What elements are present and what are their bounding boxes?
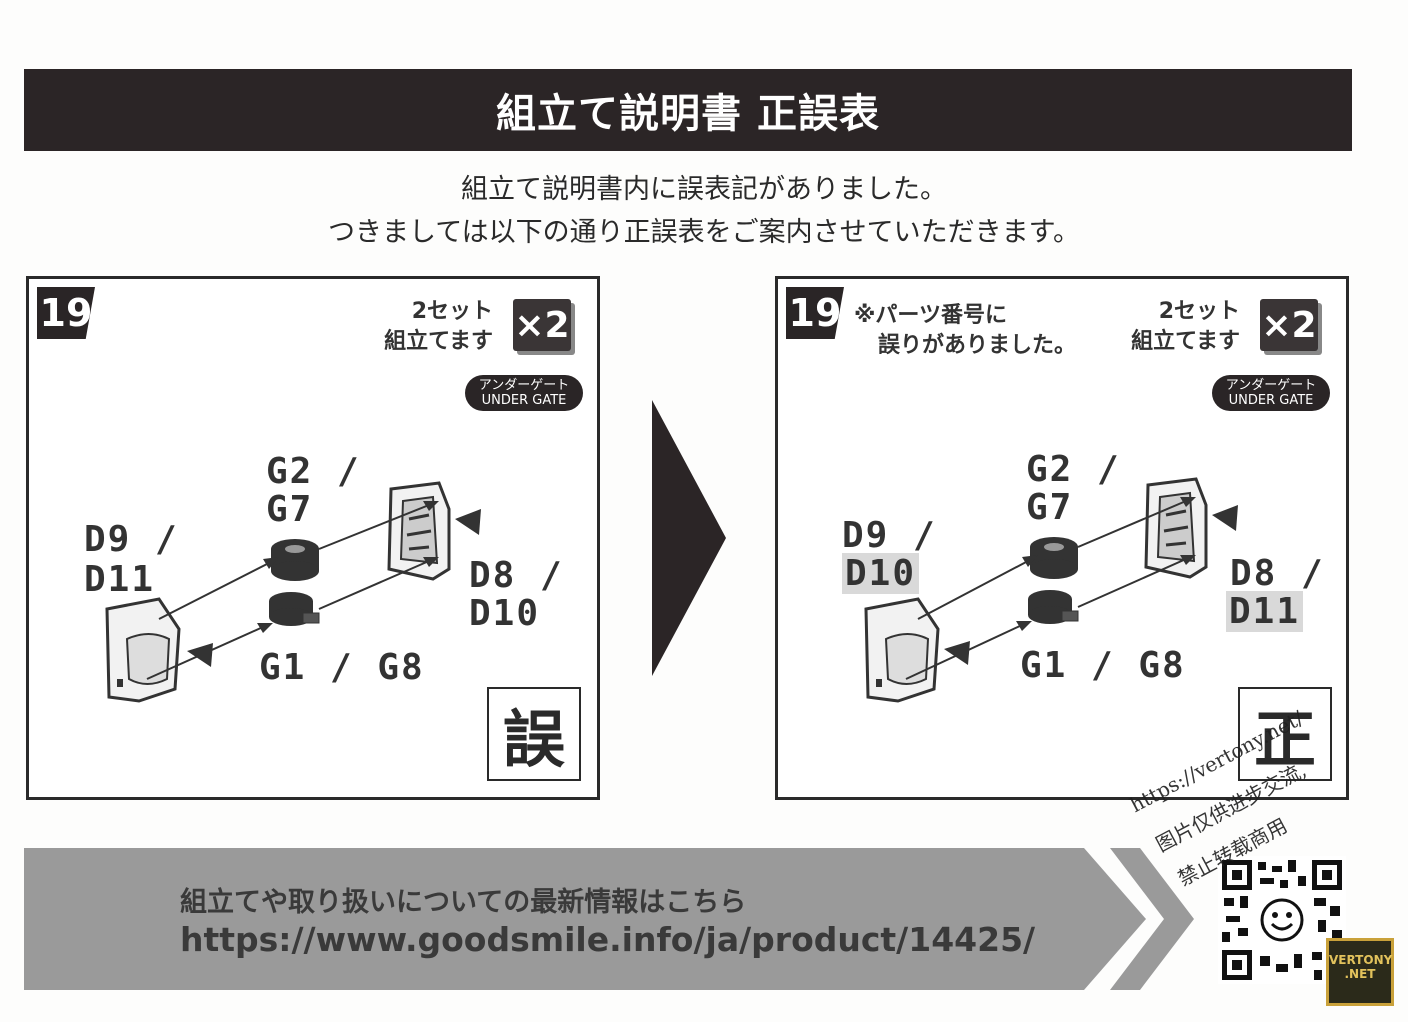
multiplier-badge: ×2 [513, 299, 571, 351]
intro-line-1: 組立て説明書内に誤表記がありました。 [461, 174, 947, 205]
step-number-badge: 19 [37, 287, 95, 339]
under-gate-jp: アンダーゲート [1225, 378, 1317, 393]
highlighted-part-number: D10 [842, 553, 920, 594]
under-gate-en: UNDER GATE [481, 393, 567, 408]
label-g7: G7 [266, 489, 314, 530]
right-arrow-icon [652, 400, 726, 676]
wrong-panel: 19 2セット 組立てます ×2 アンダーゲート UNDER GATE [26, 276, 600, 800]
set-count-line2: 組立てます [1131, 329, 1240, 354]
label-d8: D8 / [1230, 553, 1325, 594]
under-gate-badge: アンダーゲート UNDER GATE [1212, 375, 1330, 411]
set-count-line2: 組立てます [384, 329, 493, 354]
assembly-diagram [105, 481, 481, 703]
header-bar: 組立て説明書 正誤表 [24, 69, 1352, 151]
product-url-link[interactable]: https://www.goodsmile.info/ja/product/14… [180, 920, 1036, 959]
multiplier-badge: ×2 [1260, 299, 1318, 351]
correct-stamp: 正 [1238, 687, 1332, 781]
label-d9: D9 / [84, 519, 179, 560]
label-g2: G2 / [1026, 449, 1121, 490]
set-count-line1: 2セット [411, 299, 493, 324]
label-g2: G2 / [266, 451, 361, 492]
highlighted-part-number: D11 [1226, 591, 1304, 632]
wrong-stamp: 誤 [487, 687, 581, 781]
correct-panel: 19 ※パーツ番号に 誤りがありました。 2セット 組立てます ×2 アンダーゲ… [775, 276, 1349, 800]
assembly-diagram [864, 477, 1238, 703]
correction-note: ※パーツ番号に 誤りがありました。 [854, 301, 1076, 361]
correction-note-line1: ※パーツ番号に [854, 303, 1007, 328]
under-gate-jp: アンダーゲート [478, 378, 570, 393]
label-d11: D11 [84, 559, 156, 600]
intro-line-2: つきましては以下の通り正誤表をご案内させていただきます。 [328, 217, 1080, 248]
set-count-line1: 2セット [1158, 299, 1240, 324]
label-g1-g8: G1 / G8 [1020, 645, 1186, 686]
set-count-text: 2セット 組立てます [384, 297, 493, 357]
label-g7: G7 [1026, 487, 1074, 528]
under-gate-en: UNDER GATE [1228, 393, 1314, 408]
vertony-logo: VERTONY .NET [1326, 938, 1394, 1006]
label-d9: D9 / [842, 515, 937, 556]
correction-note-line2: 誤りがありました。 [878, 333, 1077, 358]
info-banner [24, 848, 1194, 990]
logo-text-2: .NET [1344, 967, 1376, 981]
qr-code[interactable] [1218, 856, 1346, 984]
label-d11-highlighted: D11 [1226, 591, 1304, 632]
label-d8: D8 / [469, 555, 564, 596]
logo-text-1: VERTONY [1329, 953, 1393, 967]
step-number-badge: 19 [786, 287, 844, 339]
label-d10: D10 [469, 593, 541, 634]
label-g1-g8: G1 / G8 [259, 647, 425, 688]
set-count-text: 2セット 組立てます [1131, 297, 1240, 357]
label-d10-highlighted: D10 [842, 553, 920, 594]
page-title: 組立て説明書 正誤表 [496, 91, 880, 137]
info-caption: 組立てや取り扱いについての最新情報はこちら [180, 887, 747, 918]
under-gate-badge: アンダーゲート UNDER GATE [465, 375, 583, 411]
